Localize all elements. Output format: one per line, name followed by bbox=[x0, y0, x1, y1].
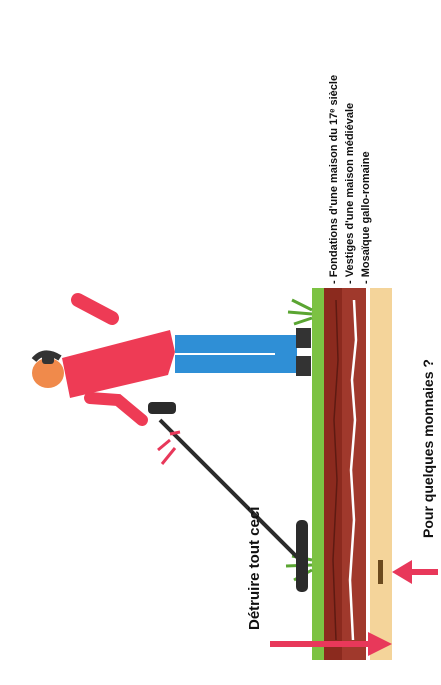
shoe-top bbox=[296, 328, 311, 348]
jeans-gap bbox=[175, 353, 275, 355]
metal-detector-icon bbox=[160, 420, 300, 560]
grass-tuft-top bbox=[288, 300, 312, 324]
sand-layer bbox=[370, 288, 392, 660]
layer-item: - Fondations d'une maison du 17ᵉ siècle bbox=[326, 0, 342, 284]
detector-coil bbox=[296, 520, 308, 592]
person-icon bbox=[32, 300, 311, 592]
headphones-cup bbox=[42, 352, 54, 364]
destroy-label: Détruire tout ceci bbox=[246, 507, 263, 630]
arm-upper bbox=[78, 300, 112, 318]
white-band bbox=[366, 288, 370, 660]
arm-front bbox=[90, 398, 142, 420]
brown-layer bbox=[342, 288, 366, 660]
detector-handle bbox=[148, 402, 176, 414]
coins-label: Pour quelques monnaies ? bbox=[420, 359, 436, 538]
layer-item: - Vestiges d'une maison médiévale bbox=[342, 0, 358, 284]
shoe-bottom bbox=[296, 356, 311, 376]
coins-in-sand bbox=[378, 560, 383, 584]
arrow-icon-2-head bbox=[392, 560, 412, 584]
shirt bbox=[62, 330, 175, 398]
layer-item: - Mosaïque gallo-romaine bbox=[358, 0, 374, 284]
topsoil-layer bbox=[324, 288, 342, 660]
grass-layer bbox=[312, 288, 324, 660]
layers-list: - Fondations d'une maison du 17ᵉ siècle-… bbox=[326, 0, 374, 284]
